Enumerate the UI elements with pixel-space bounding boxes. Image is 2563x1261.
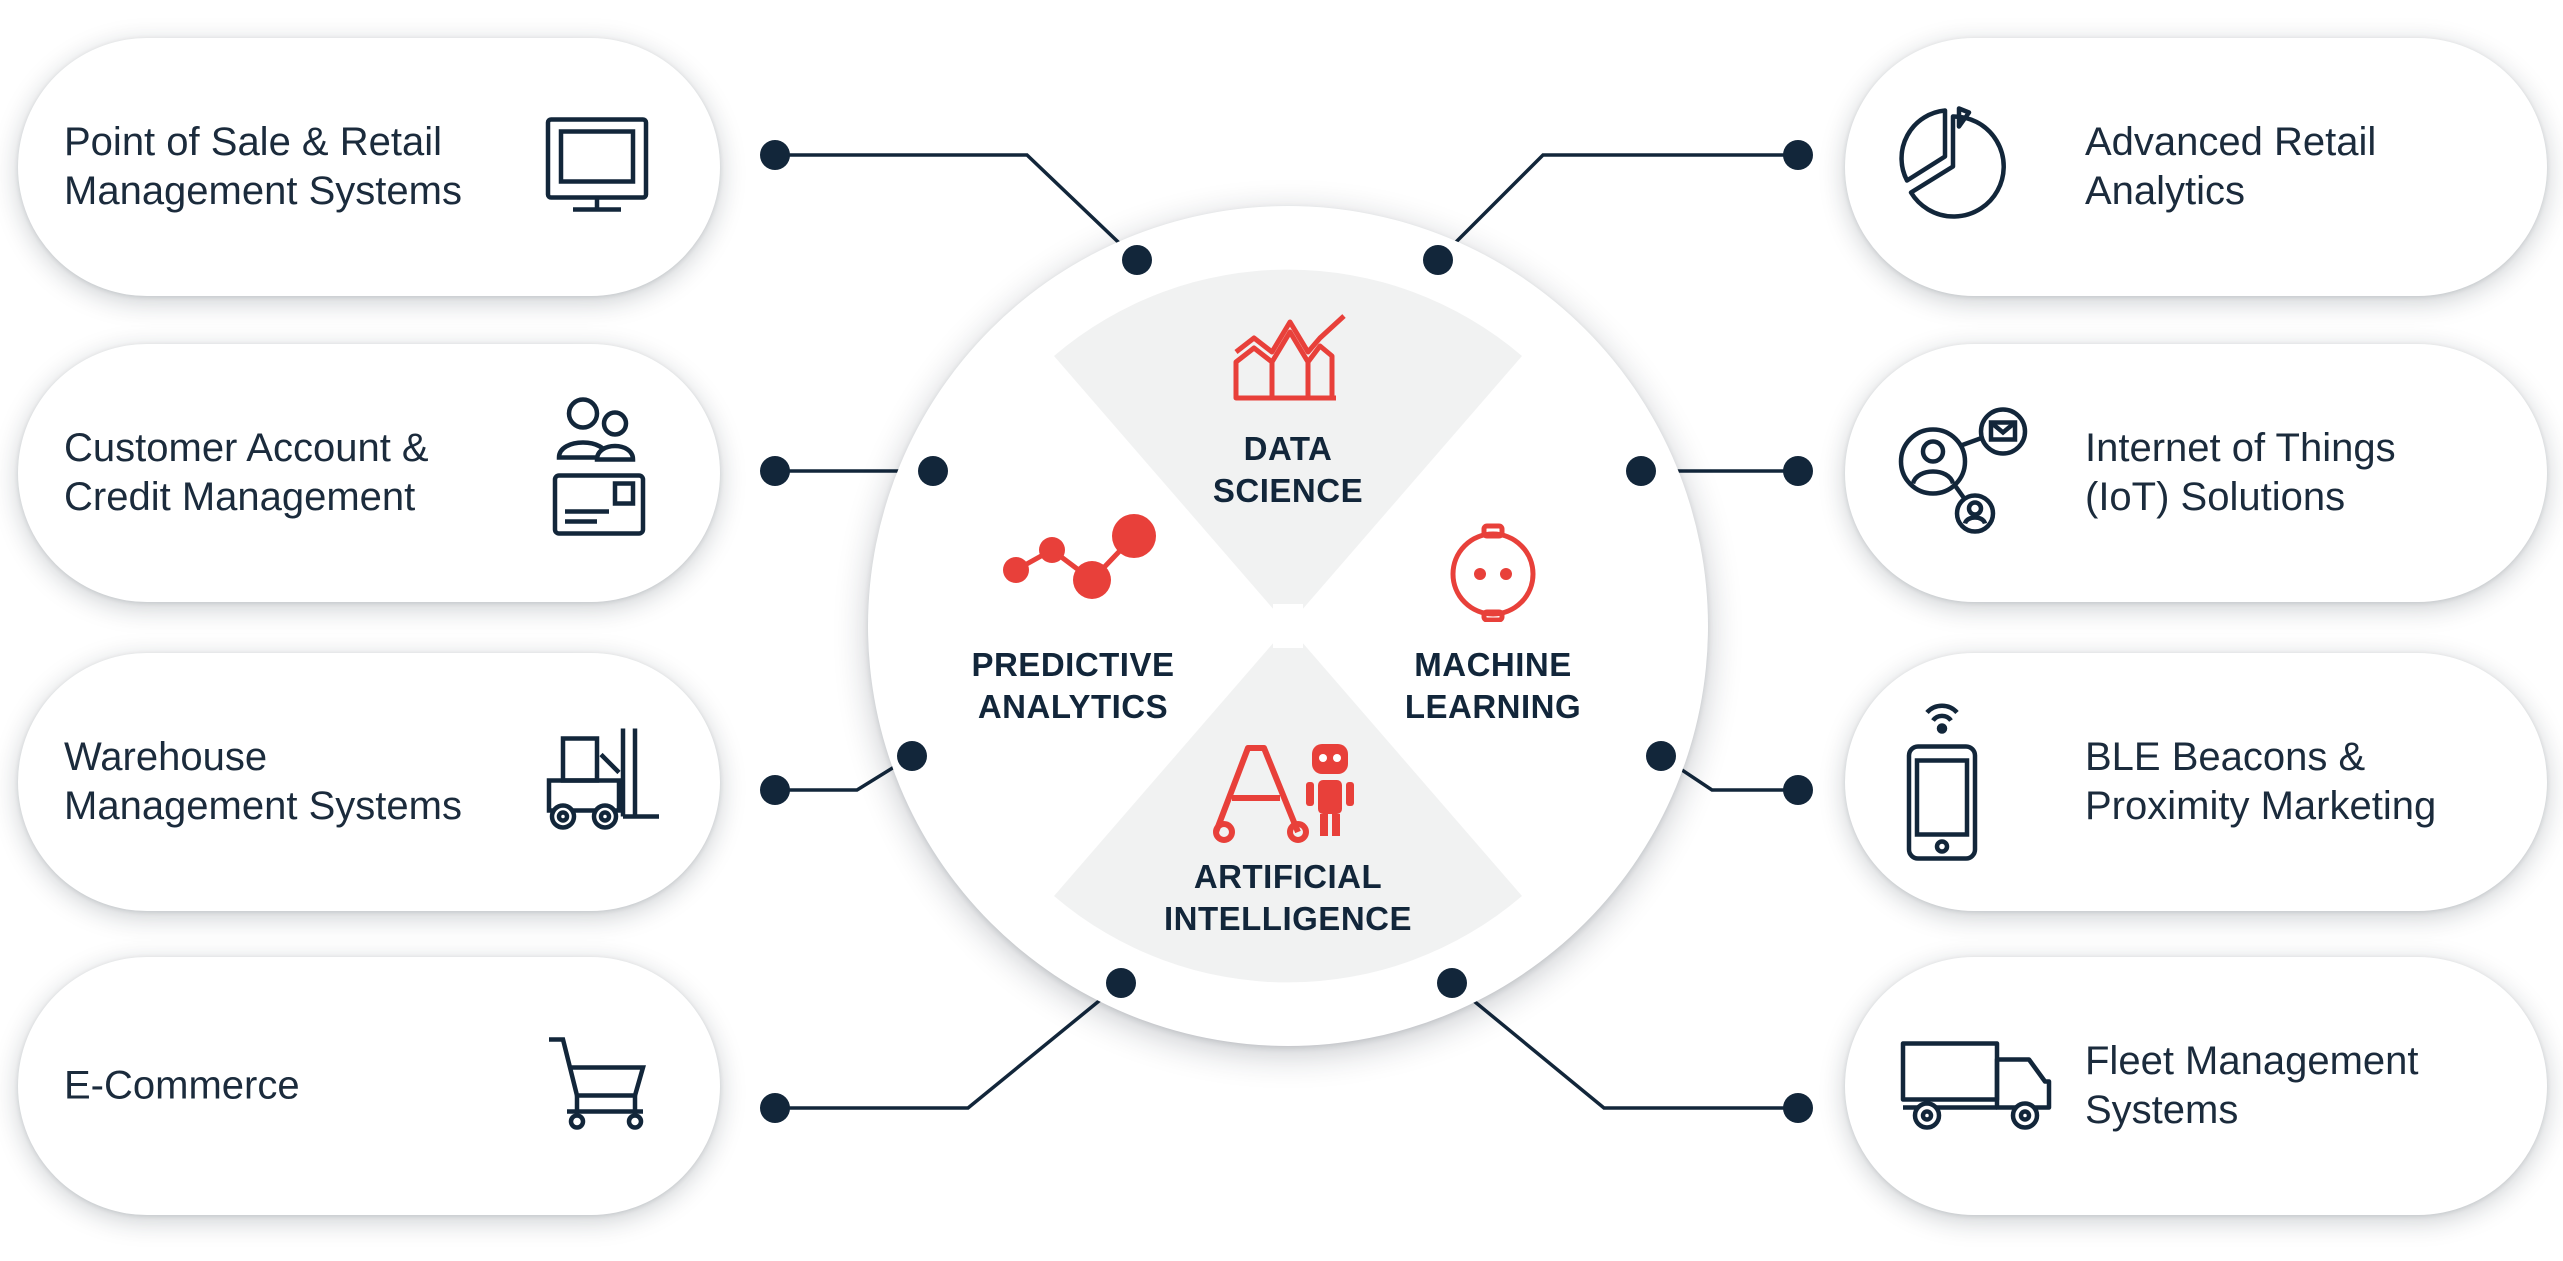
robot-face-icon <box>1438 522 1548 627</box>
pill-label: Point of Sale & Retail Management System… <box>64 120 462 213</box>
connector-dot <box>1783 140 1813 170</box>
delivery-truck-icon <box>1897 1034 2057 1139</box>
connector-dot <box>1423 245 1453 275</box>
pie-chart-icon <box>1897 105 2017 230</box>
connector-dot <box>760 775 790 805</box>
connector-dot <box>918 456 948 486</box>
line-nodes-icon <box>996 506 1156 611</box>
connector-dot <box>1626 456 1656 486</box>
segment-top <box>1054 269 1522 626</box>
pill-fleet-management: Fleet Management Systems <box>1845 957 2547 1215</box>
connector-line <box>1450 981 1798 1110</box>
connector-dot <box>1646 741 1676 771</box>
pill-label: Warehouse Management Systems <box>64 735 462 828</box>
connector-dot <box>760 456 790 486</box>
bar-chart-trend-icon <box>1232 312 1352 407</box>
segment-label-data-science: DATA SCIENCE <box>1212 430 1364 509</box>
center-hub: DATA SCIENCE PREDICTIVE ANALYTICS MACHIN… <box>868 206 1708 1046</box>
connector-dot <box>1106 968 1136 998</box>
pill-label: BLE Beacons & Proximity Marketing <box>2085 735 2437 828</box>
pill-label: Internet of Things (IoT) Solutions <box>2085 426 2396 519</box>
segment-label-machine-learning: MACHINE LEARNING <box>1404 646 1582 725</box>
segment-label-predictive-analytics: PREDICTIVE ANALYTICS <box>971 646 1175 725</box>
segment-label-artificial-intelligence: ARTIFICIAL INTELLIGENCE <box>1163 858 1412 937</box>
pill-e-commerce: E-Commerce <box>18 957 720 1215</box>
pill-retail-analytics: Advanced Retail Analytics <box>1845 38 2547 296</box>
pill-ble-beacons: BLE Beacons & Proximity Marketing <box>1845 653 2547 911</box>
ai-robot-icon <box>1208 736 1368 851</box>
connector-line <box>775 153 1139 262</box>
forklift-icon <box>543 725 663 840</box>
phone-beacon-icon <box>1897 695 1987 870</box>
pill-label: Customer Account & Credit Management <box>64 426 429 519</box>
pill-iot: Internet of Things (IoT) Solutions <box>1845 344 2547 602</box>
shopping-cart-icon <box>543 1034 653 1139</box>
connector-line <box>1436 153 1798 262</box>
connector-line <box>775 981 1123 1110</box>
connector-dot <box>1783 775 1813 805</box>
pill-label: Fleet Management Systems <box>2085 1039 2419 1132</box>
monitor-icon <box>543 115 653 220</box>
pill-label: Advanced Retail Analytics <box>2085 120 2377 213</box>
pill-label: E-Commerce <box>64 1063 300 1108</box>
connector-dot <box>760 140 790 170</box>
connector-dot <box>1783 1093 1813 1123</box>
connector-dot <box>760 1093 790 1123</box>
pill-customer-account: Customer Account & Credit Management <box>18 344 720 602</box>
pill-warehouse: Warehouse Management Systems <box>18 653 720 911</box>
connector-dot <box>1437 968 1467 998</box>
connector-dot <box>1783 456 1813 486</box>
network-nodes-icon <box>1897 406 2037 541</box>
customer-card-icon <box>543 396 653 551</box>
pill-point-of-sale: Point of Sale & Retail Management System… <box>18 38 720 296</box>
connector-dot <box>897 741 927 771</box>
connector-dot <box>1122 245 1152 275</box>
